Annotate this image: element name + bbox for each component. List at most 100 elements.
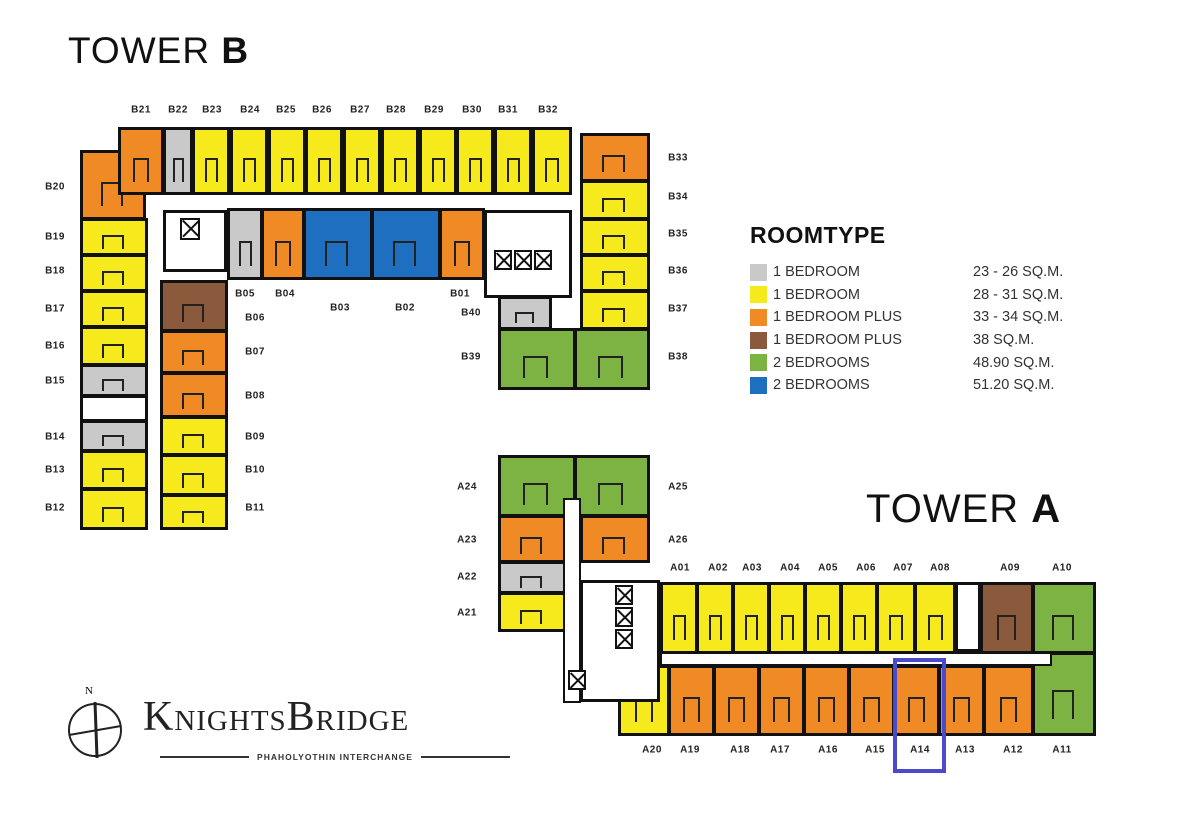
unit-b22[interactable] <box>163 127 193 195</box>
unit-b19[interactable] <box>80 218 148 256</box>
unit-label: B03 <box>330 302 350 314</box>
unit-b23[interactable] <box>192 127 230 195</box>
unit-a25[interactable] <box>574 455 650 517</box>
unit-b18[interactable] <box>80 254 148 292</box>
unit-a22[interactable] <box>498 561 566 594</box>
unit-label: B31 <box>498 104 518 116</box>
elevator-icon <box>615 585 633 605</box>
elevator-icon <box>180 218 200 240</box>
unit-label: B15 <box>45 375 65 387</box>
unit-b25[interactable] <box>268 127 306 195</box>
tower-b-title-text: TOWER <box>68 30 222 71</box>
unit-a07[interactable] <box>876 582 916 654</box>
highlighted-unit-box[interactable] <box>893 658 946 773</box>
unit-a12[interactable] <box>983 665 1034 736</box>
unit-a01[interactable] <box>660 582 698 654</box>
unit-b28[interactable] <box>381 127 419 195</box>
unit-label: B04 <box>275 288 295 300</box>
unit-b01[interactable] <box>439 208 485 280</box>
legend-room-name: 1 BEDROOM PLUS <box>773 332 902 349</box>
elevator-icon <box>615 607 633 627</box>
unit-a02[interactable] <box>696 582 734 654</box>
unit-a21[interactable] <box>498 592 566 632</box>
unit-a18[interactable] <box>713 665 760 736</box>
legend-title: ROOMTYPE <box>750 222 886 248</box>
unit-label: A11 <box>1052 744 1072 756</box>
unit-label: A15 <box>865 744 885 756</box>
unit-a06[interactable] <box>840 582 878 654</box>
unit-b39[interactable] <box>498 328 576 390</box>
unit-b21[interactable] <box>118 127 164 195</box>
unit-label: A13 <box>955 744 975 756</box>
unit-label: A01 <box>670 562 690 574</box>
unit-b26[interactable] <box>305 127 343 195</box>
unit-a16[interactable] <box>803 665 850 736</box>
legend-area: 33 - 34 SQ.M. <box>973 309 1064 326</box>
unit-label: A24 <box>457 481 477 493</box>
unit-a19[interactable] <box>668 665 715 736</box>
unit-a03[interactable] <box>732 582 770 654</box>
unit-b03[interactable] <box>303 208 373 280</box>
unit-b04[interactable] <box>261 208 305 280</box>
unit-a26[interactable] <box>580 515 650 563</box>
unit-b27[interactable] <box>343 127 381 195</box>
unit-b06[interactable] <box>160 280 228 332</box>
unit-a17[interactable] <box>758 665 805 736</box>
unit-label: B20 <box>45 181 65 193</box>
unit-b11[interactable] <box>160 494 228 530</box>
unit-b33[interactable] <box>580 133 650 182</box>
unit-b10[interactable] <box>160 454 228 496</box>
unit-b08[interactable] <box>160 372 228 418</box>
legend-swatch <box>750 354 767 372</box>
tower-a-title: TOWER A <box>866 487 1061 532</box>
tower-a-letter: A <box>1031 487 1062 531</box>
unit-a15[interactable] <box>848 665 895 736</box>
elevator-icon <box>534 250 552 270</box>
unit-a23[interactable] <box>498 515 566 563</box>
unit-label: B17 <box>45 303 65 315</box>
tagline: PHAHOLYOTHIN INTERCHANGE <box>160 752 511 762</box>
unit-b32[interactable] <box>532 127 572 195</box>
unit-b29[interactable] <box>419 127 457 195</box>
unit-a10[interactable] <box>1032 582 1096 654</box>
unit-b09[interactable] <box>160 416 228 456</box>
unit-a05[interactable] <box>804 582 842 654</box>
unit-a09[interactable] <box>980 582 1034 654</box>
unit-b13[interactable] <box>80 450 148 490</box>
unit-a04[interactable] <box>768 582 806 654</box>
unit-b17[interactable] <box>80 290 148 328</box>
unit-b35[interactable] <box>580 218 650 256</box>
compass-north-label: N <box>85 685 93 697</box>
knightsbridge-logo: N KnightsBridge PHAHOLYOTHIN INTERCHANGE <box>60 685 511 775</box>
tower-a-corridor-main <box>660 652 1052 666</box>
unit-b30[interactable] <box>456 127 494 195</box>
unit-b37[interactable] <box>580 290 650 330</box>
legend-room-name: 2 BEDROOMS <box>773 354 870 371</box>
unit-label: A08 <box>930 562 950 574</box>
legend-area: 38 SQ.M. <box>973 332 1035 349</box>
legend-area: 51.20 SQ.M. <box>973 377 1055 394</box>
unit-b16[interactable] <box>80 326 148 366</box>
unit-b31[interactable] <box>494 127 532 195</box>
unit-b34[interactable] <box>580 180 650 220</box>
unit-b05[interactable] <box>227 208 263 280</box>
unit-b36[interactable] <box>580 254 650 292</box>
unit-b02[interactable] <box>371 208 441 280</box>
unit-b07[interactable] <box>160 330 228 374</box>
unit-a08[interactable] <box>914 582 956 654</box>
unit-label: B13 <box>45 464 65 476</box>
unit-b24[interactable] <box>230 127 268 195</box>
unit-label: A12 <box>1003 744 1023 756</box>
unit-label: A21 <box>457 607 477 619</box>
unit-label: A26 <box>668 534 688 546</box>
legend-room-name: 1 BEDROOM <box>773 286 861 303</box>
unit-b40[interactable] <box>498 296 552 330</box>
unit-b15[interactable] <box>80 364 148 397</box>
unit-b12[interactable] <box>80 488 148 530</box>
unit-label: A09 <box>1000 562 1020 574</box>
unit-b14[interactable] <box>80 420 148 452</box>
unit-b38[interactable] <box>574 328 650 390</box>
